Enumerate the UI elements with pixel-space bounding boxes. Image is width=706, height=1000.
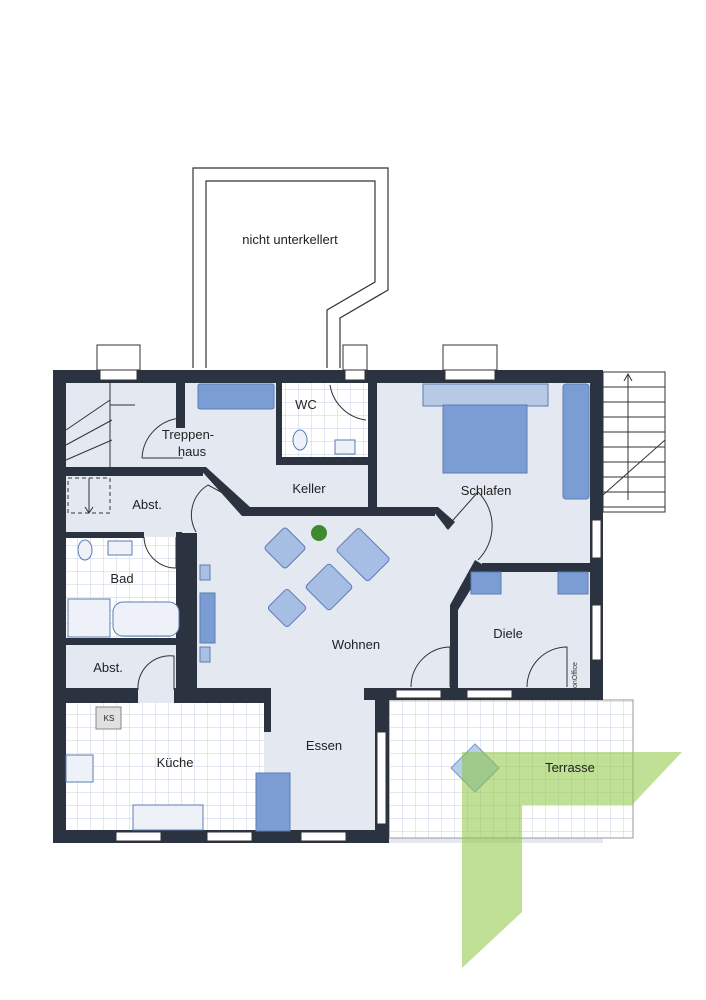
- label-treppenhaus-2: haus: [178, 444, 207, 459]
- furniture: [65, 383, 590, 832]
- watermark: onOffice: [572, 662, 579, 688]
- windows: [96, 344, 602, 842]
- label-bad: Bad: [110, 571, 133, 586]
- label-schlafen: Schlafen: [461, 483, 512, 498]
- label-treppenhaus-1: Treppen-: [162, 427, 214, 442]
- label-kueche: Küche: [157, 755, 194, 770]
- logo-mark: [462, 752, 682, 968]
- label-terrasse: Terrasse: [545, 760, 595, 775]
- plant-icon: [311, 525, 327, 541]
- interior-stairs: [65, 383, 135, 514]
- label-essen: Essen: [306, 738, 342, 753]
- label-abstellraum-oben: Abst.: [132, 497, 162, 512]
- exterior-stairs: [602, 371, 666, 513]
- label-keller: Keller: [292, 481, 326, 496]
- label-diele: Diele: [493, 626, 523, 641]
- doors: [137, 384, 568, 691]
- label-fridge: KS: [104, 714, 115, 723]
- label-nicht-unterkellert: nicht unterkellert: [242, 232, 338, 247]
- label-wohnen: Wohnen: [332, 637, 380, 652]
- unbasemented-area: [192, 167, 389, 368]
- label-abstellraum-unten: Abst.: [93, 660, 123, 675]
- label-wc: WC: [295, 397, 317, 412]
